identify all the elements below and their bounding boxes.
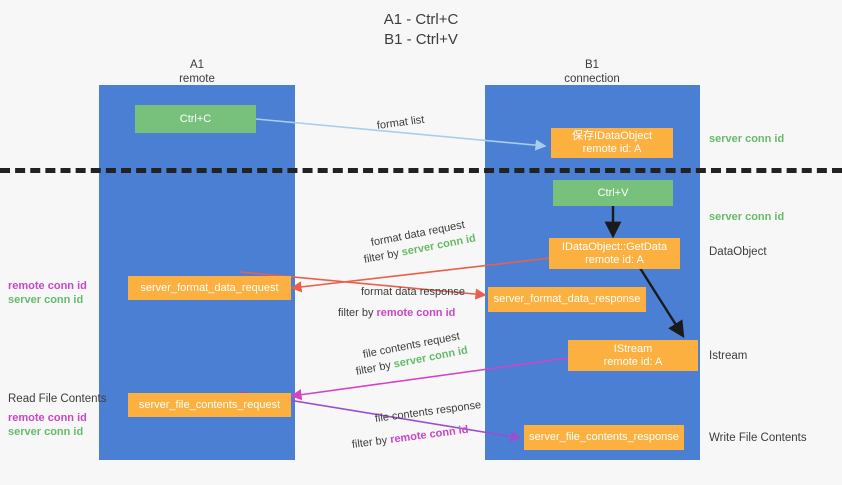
box-save-idataobject[interactable]: 保存IDataObject remote id: A <box>551 128 673 158</box>
box-server-file-contents-response-label: server_file_contents_response <box>529 431 679 443</box>
label-server-conn-id-second: server conn id <box>709 211 785 223</box>
box-server-file-contents-request[interactable]: server_file_contents_request <box>128 393 291 417</box>
filter-value-remote-conn-id: remote conn id <box>376 307 456 319</box>
box-ctrl-v[interactable]: Ctrl+V <box>553 180 673 206</box>
phase-divider <box>0 168 842 173</box>
box-server-file-contents-request-label: server_file_contents_request <box>138 398 281 411</box>
box-save-idataobject-subtitle: remote id: A <box>582 143 642 155</box>
box-ctrl-c-label: Ctrl+C <box>179 112 212 125</box>
label-server-conn-id: server conn id <box>8 294 84 306</box>
label-server-conn-id: server conn id <box>8 426 84 438</box>
box-server-format-data-request[interactable]: server_format_data_request <box>128 276 291 300</box>
label-remote-conn-id: remote conn id <box>8 280 87 292</box>
box-server-file-contents-response[interactable]: server_file_contents_response <box>524 425 684 450</box>
arrow-file-contents-request <box>290 357 569 401</box>
label-write-file-contents: Write File Contents <box>709 432 807 444</box>
lane-header-b1: B1 connection <box>492 58 692 86</box>
box-istream[interactable]: IStream remote id: A <box>568 340 698 371</box>
box-istream-subtitle: remote id: A <box>603 355 663 368</box>
box-server-format-data-request-label: server_format_data_request <box>140 281 279 294</box>
annotation-format-data-response: format data response <box>361 286 465 298</box>
lane-b1-subtitle: connection <box>564 73 620 85</box>
box-save-idataobject-title: 保存IDataObject <box>571 130 653 142</box>
label-remote-conn-id: remote conn id <box>8 412 87 424</box>
box-getdata-subtitle: remote id: A <box>585 253 644 266</box>
label-istream: Istream <box>709 350 748 362</box>
box-server-format-data-response[interactable]: server_format_data_response <box>488 287 646 312</box>
title-line-2: B1 - Ctrl+V <box>384 31 458 48</box>
lane-header-a1: A1 remote <box>97 58 297 86</box>
label-dataobject: DataObject <box>709 246 767 258</box>
box-server-format-data-response-label: server_format_data_response <box>493 293 641 305</box>
title-line-1: A1 - Ctrl+C <box>383 11 459 28</box>
arrow-format-data-request <box>290 257 551 293</box>
filter-prefix: filter by <box>338 307 377 319</box>
label-conn-ids-bottom: remote conn id server conn id <box>8 411 87 439</box>
label-conn-ids-mid: remote conn id server conn id <box>8 279 87 307</box>
page-title: A1 - Ctrl+C B1 - Ctrl+V <box>0 10 842 50</box>
box-getdata-title: IDataObject::GetData <box>561 240 668 253</box>
arrow-format-data-response <box>239 271 487 300</box>
label-read-file-contents: Read File Contents <box>8 393 107 405</box>
label-server-conn-id-top: server conn id <box>709 133 785 145</box>
lane-a1-name: A1 <box>189 59 205 71</box>
annotation-format-data-response-filter: filter by remote conn id <box>338 306 455 320</box>
lane-a1-subtitle: remote <box>179 73 215 85</box>
arrow-getdata-to-istream <box>638 267 685 339</box>
box-istream-title: IStream <box>613 342 653 355</box>
box-ctrl-c[interactable]: Ctrl+C <box>135 105 256 133</box>
lane-b1-name: B1 <box>584 59 600 71</box>
arrow-format-list <box>255 118 547 151</box>
box-idataobject-getdata[interactable]: IDataObject::GetData remote id: A <box>549 238 680 269</box>
box-ctrl-v-label: Ctrl+V <box>597 186 629 199</box>
